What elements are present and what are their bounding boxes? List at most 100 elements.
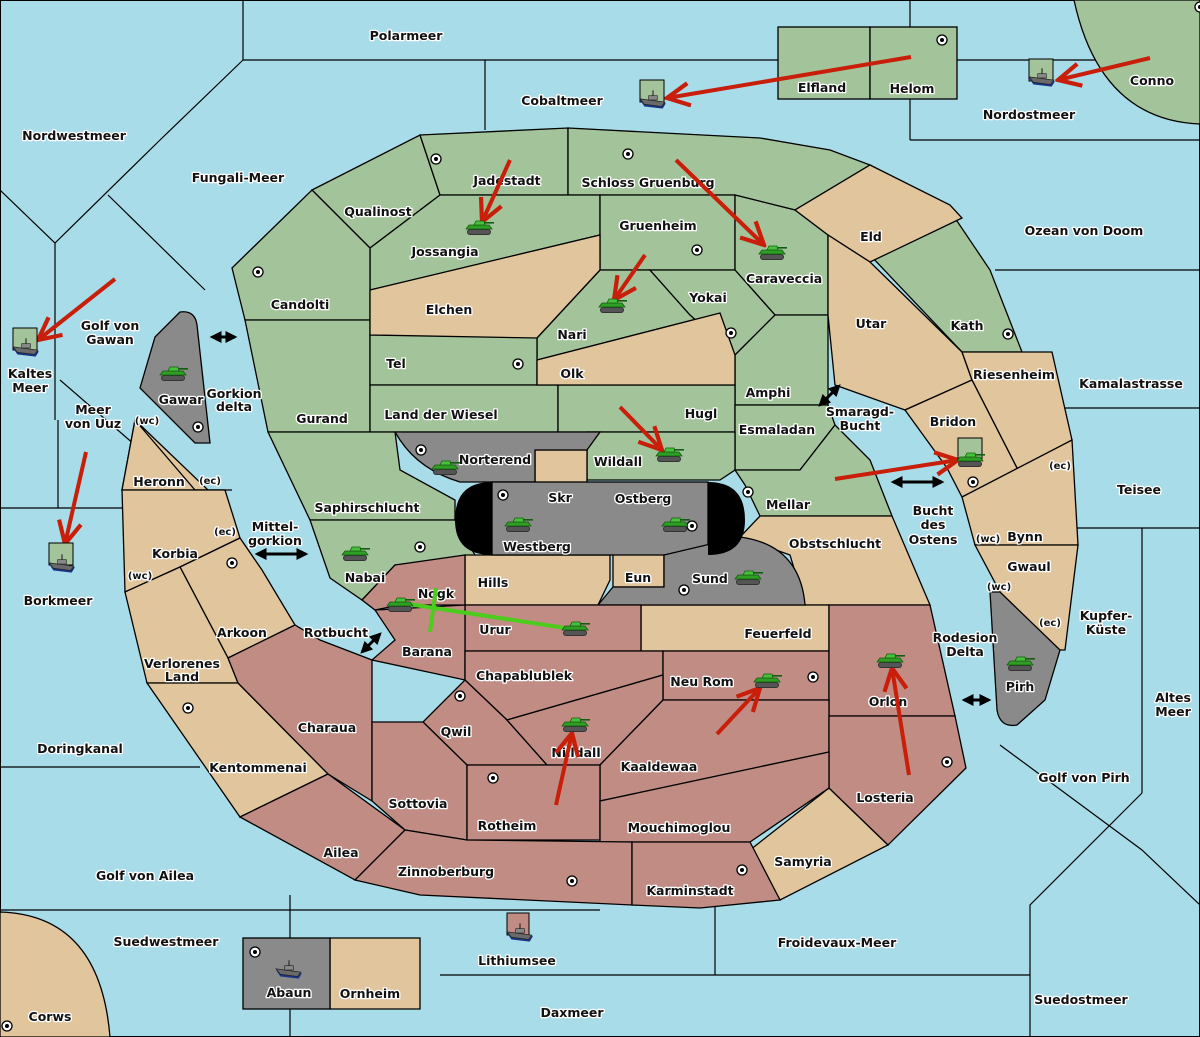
label-teisee: Teisee	[1117, 482, 1161, 497]
label-doringkanal: Doringkanal	[37, 741, 123, 756]
supply-center-icon	[936, 34, 948, 46]
label-charaua: Charaua	[298, 720, 356, 735]
label-pirh: Pirh	[1006, 679, 1035, 694]
label-gurand: Gurand	[296, 411, 348, 426]
label-sottovia: Sottovia	[389, 796, 448, 811]
label-kupfer1: Kupfer-	[1080, 608, 1133, 623]
coast-label-ec: (ec)	[1039, 618, 1061, 629]
label-kaltes1: Kaltes	[8, 366, 52, 381]
label-westberg: Westberg	[503, 539, 571, 554]
label-golfgawan1: Golf von	[81, 318, 140, 333]
support-cross	[428, 587, 438, 633]
territory-candolti[interactable]	[231, 189, 371, 321]
supply-center-icon	[807, 671, 819, 683]
label-rotbucht: Rotbucht	[304, 625, 368, 640]
label-nilldall: Nilldall	[551, 745, 600, 760]
label-gruenheim: Gruenheim	[619, 218, 696, 233]
supply-center-icon	[736, 864, 748, 876]
canal-arrow-rotbucht	[360, 632, 382, 654]
label-bucht2: des	[921, 517, 946, 532]
order-conno-nordostmeer	[1058, 56, 1151, 80]
label-schloss: Schloss Gruenburg	[581, 175, 714, 190]
label-urur: Urur	[479, 622, 511, 637]
supply-center-icon	[252, 266, 264, 278]
label-candolti: Candolti	[271, 297, 330, 312]
label-sund: Sund	[692, 571, 728, 586]
territory-mouchimoglou[interactable]	[599, 751, 830, 843]
label-zinnoberburg: Zinnoberburg	[398, 864, 494, 879]
supply-center-icon	[249, 946, 261, 958]
units	[12, 58, 1056, 980]
supply-center-icon	[941, 756, 953, 768]
supply-center-icon	[566, 875, 578, 887]
supply-center-icon	[691, 244, 703, 256]
canal-arrows	[209, 331, 992, 706]
label-kentommenai: Kentommenai	[209, 760, 307, 775]
label-mittel2: gorkion	[248, 533, 302, 548]
label-altesmeer2: Meer	[1155, 704, 1191, 719]
label-elchen: Elchen	[426, 302, 473, 317]
territory-sund[interactable]	[596, 536, 806, 606]
label-ornheim: Ornheim	[340, 986, 400, 1001]
label-tel: Tel	[386, 356, 406, 371]
label-corws: Corws	[29, 1009, 72, 1024]
label-eun: Eun	[625, 570, 651, 585]
label-lithiumsee: Lithiumsee	[478, 953, 556, 968]
label-korbia: Korbia	[152, 546, 198, 561]
label-amphi: Amphi	[746, 385, 791, 400]
supply-center-icon	[430, 153, 442, 165]
supply-center-icon	[415, 444, 427, 456]
label-utar: Utar	[856, 316, 888, 331]
label-eld: Eld	[860, 229, 882, 244]
label-ailea: Ailea	[323, 845, 358, 860]
label-daxmeer: Daxmeer	[540, 1005, 604, 1020]
order-jadestadt-jossangia	[482, 159, 512, 222]
label-golfailea: Golf von Ailea	[96, 868, 194, 883]
label-caraveccia: Caraveccia	[746, 271, 822, 286]
label-yokai: Yokai	[688, 290, 727, 305]
order-helom-cobaltmeer	[667, 55, 912, 98]
label-borkmeer: Borkmeer	[24, 593, 94, 608]
territory-karminstadt[interactable]	[631, 841, 782, 909]
order-candolti-kaltes	[38, 277, 117, 340]
label-heronn: Heronn	[133, 474, 185, 489]
supply-center-icon	[182, 702, 194, 714]
label-kaltes2: Meer	[12, 380, 48, 395]
label-kamalastrasse: Kamalastrasse	[1079, 376, 1183, 391]
label-mellar: Mellar	[766, 497, 811, 512]
label-froidevaux: Froidevaux-Meer	[778, 935, 897, 950]
label-arkoon: Arkoon	[217, 625, 267, 640]
order-hugl-wildall	[618, 405, 662, 450]
territory-olk[interactable]	[536, 312, 736, 386]
label-altesmeer1: Altes	[1155, 690, 1191, 705]
label-riesenheim: Riesenheim	[973, 367, 1055, 382]
label-nordostmeer: Nordostmeer	[983, 107, 1076, 122]
label-qualinost: Qualinost	[344, 204, 411, 219]
territory-corws[interactable]	[0, 911, 111, 1037]
territory-elchen[interactable]	[369, 234, 601, 339]
coast-label-wc: (wc)	[987, 582, 1011, 593]
territory-elfland[interactable]	[777, 26, 871, 100]
label-karminstadt: Karminstadt	[646, 883, 733, 898]
label-uuz1: Meer	[75, 402, 111, 417]
supply-center-icon	[678, 584, 690, 596]
supply-center-icon	[1, 1020, 13, 1032]
order-rotheim-nilldall	[554, 733, 572, 806]
label-mittel1: Mittel-	[252, 519, 299, 534]
label-kupfer2: Küste	[1086, 622, 1126, 637]
label-norterend: Norterend	[459, 452, 531, 467]
supply-center-icon	[414, 541, 426, 553]
label-ostberg: Ostberg	[615, 491, 672, 506]
label-gwaul: Gwaul	[1007, 559, 1050, 574]
label-helom: Helom	[890, 81, 935, 96]
supply-center-icon	[226, 557, 238, 569]
label-smaragd2: Bucht	[840, 418, 881, 433]
label-obstschlucht: Obstschlucht	[789, 536, 881, 551]
order-uuz-borkmeer	[65, 451, 88, 544]
label-neurom: Neu Rom	[670, 674, 733, 689]
label-mouchimoglou: Mouchimoglou	[628, 820, 731, 835]
label-suedostmeer: Suedostmeer	[1034, 992, 1128, 1007]
